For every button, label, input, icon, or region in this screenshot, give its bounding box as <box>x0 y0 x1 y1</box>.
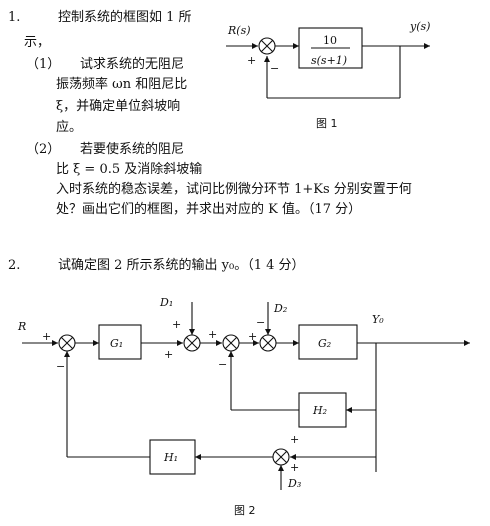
fig1-caption: 图 1 <box>316 117 338 130</box>
q1-sub1-marker: （1） <box>26 57 61 72</box>
q1-line-full2: 处？画出它们的框图，并求出对应的 K 值。（17 分） <box>56 202 362 217</box>
q2-number: 2. <box>8 258 21 273</box>
fig2-j3-minus: − <box>218 358 227 371</box>
fig2-d1-label: D₁ <box>159 296 173 309</box>
fig2-d3-label: D₃ <box>287 477 301 490</box>
fig1-denominator: s(s+1) <box>311 54 347 67</box>
fig2-j5-plus-bottom: + <box>290 461 299 474</box>
fig1-minus-sign: − <box>270 62 279 75</box>
fig1-numerator: 10 <box>323 34 337 47</box>
fig2-output-label: Y₀ <box>372 313 384 326</box>
q1-sub1-line2: 振荡频率 ωn 和阻尼比 <box>56 77 188 92</box>
fig2-j2-plus-left: + <box>164 348 173 361</box>
fig2-j3-plus: + <box>208 328 217 341</box>
fig2-j2-plus-top: + <box>172 318 181 331</box>
q1-sub2-line2: 比 ξ = 0.5 及消除斜坡输 <box>56 162 203 177</box>
q1-sub1-line3: ξ，并确定单位斜坡响 <box>56 99 181 114</box>
arrowheads <box>52 43 470 471</box>
fig2-h1-label: H₁ <box>163 451 178 464</box>
fig2-j5-plus-right: + <box>290 433 299 446</box>
q2-text: 试确定图 2 所示系统的输出 y₀。（1 4 分） <box>58 258 305 273</box>
q1-line2: 示， <box>24 35 51 50</box>
q1-sub1-line1: 试求系统的无阻尼 <box>80 57 185 72</box>
fig1-plus-sign: + <box>247 54 256 67</box>
fig2-caption: 图 2 <box>234 504 256 517</box>
fig2-block-g1 <box>98 324 142 360</box>
fig1-transfer-block <box>298 27 363 69</box>
figure-2-block-diagram <box>22 302 470 490</box>
fig1-output-label: y(s) <box>409 20 430 33</box>
fig2-d2-label: D₂ <box>273 302 287 315</box>
fig2-input-label: R <box>17 320 26 333</box>
fig2-block-g2 <box>298 324 358 360</box>
fig2-h2-label: H₂ <box>312 404 327 417</box>
fig2-j4-minus: − <box>256 316 265 329</box>
q1-sub1-line4: 应。 <box>56 120 83 135</box>
q1-sub2-marker: （2） <box>26 142 61 157</box>
fig2-j1-plus: + <box>42 330 51 343</box>
fig2-j1-minus: − <box>56 360 65 373</box>
q1-sub2-line1: 若要使系统的阻尼 <box>80 142 185 157</box>
fig2-j4-plus: + <box>248 330 257 343</box>
fig1-input-label: R(s) <box>227 24 251 37</box>
fig2-g1-label: G₁ <box>110 337 123 350</box>
q1-number: 1. <box>8 10 21 25</box>
q1-line1: 控制系统的框图如 1 所 <box>58 10 192 25</box>
fig2-g2-label: G₂ <box>318 337 331 350</box>
q1-line-full1: 入时系统的稳态误差，试问比例微分环节 1+Ks 分别安置于何 <box>56 182 412 197</box>
